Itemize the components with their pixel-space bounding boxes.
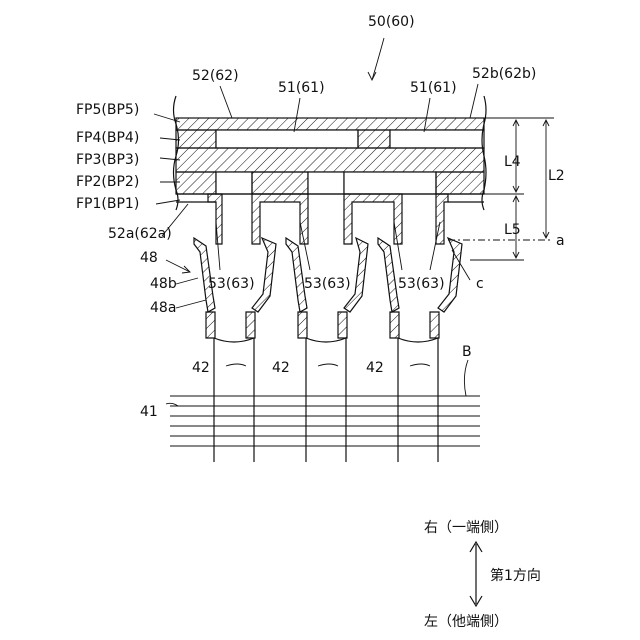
layer-fp4-left	[176, 130, 216, 148]
layer-fp4-recess-2	[390, 130, 484, 148]
layer-fp5	[176, 118, 484, 130]
label-B: B	[462, 344, 472, 360]
label-41: 41	[140, 404, 158, 420]
label-L5: L5	[504, 222, 521, 238]
legend-axis-label: 第1方向	[490, 567, 541, 584]
layer-fp2-seg-1	[176, 172, 216, 194]
legend-right-label: 右（一端側）	[424, 520, 508, 536]
label-slot-1: 53(63)	[208, 276, 255, 292]
layer-fp4-recess-1	[216, 130, 358, 148]
label-fp4: FP4(BP4)	[76, 130, 139, 146]
label-top-layer: 52(62)	[192, 68, 239, 84]
label-c: c	[476, 276, 484, 292]
label-fp1: FP1(BP1)	[76, 196, 139, 212]
label-wire-3: 42	[366, 360, 384, 376]
layer-fp2-gap-2	[308, 172, 344, 194]
legend-left-label: 左（他端側）	[424, 614, 508, 630]
label-assembly: 50(60)	[368, 14, 415, 30]
slot-channels	[208, 194, 448, 244]
layer-fp3	[176, 148, 484, 172]
bundle-lines	[170, 396, 480, 446]
label-L4: L4	[504, 154, 521, 170]
label-48b: 48b	[150, 276, 177, 292]
label-wire-1: 42	[192, 360, 210, 376]
direction-legend: 右（一端側） 第1方向 左（他端側）	[424, 520, 541, 630]
layer-fp2-gap-1	[216, 172, 252, 194]
layer-fp2-gap-3	[344, 172, 436, 194]
layer-fp4-mid	[358, 130, 390, 148]
label-fp5: FP5(BP5)	[76, 102, 139, 118]
label-recess-2: 51(61)	[410, 80, 457, 96]
label-recess-1: 51(61)	[278, 80, 325, 96]
label-L2: L2	[548, 168, 565, 184]
label-wire-2: 42	[272, 360, 290, 376]
label-fp3: FP3(BP3)	[76, 152, 139, 168]
plate-stack	[174, 96, 487, 210]
label-slot-2: 53(63)	[304, 276, 351, 292]
label-slot-3: 53(63)	[398, 276, 445, 292]
wires	[214, 338, 438, 462]
label-fp2: FP2(BP2)	[76, 174, 139, 190]
label-48: 48	[140, 250, 158, 266]
label-right-end: 52b(62b)	[472, 66, 536, 82]
label-48a: 48a	[150, 300, 176, 316]
label-a: a	[556, 233, 565, 249]
layer-fp2-seg-3	[436, 172, 484, 194]
label-left-end: 52a(62a)	[108, 226, 172, 242]
layer-fp2-seg-2	[252, 172, 308, 194]
